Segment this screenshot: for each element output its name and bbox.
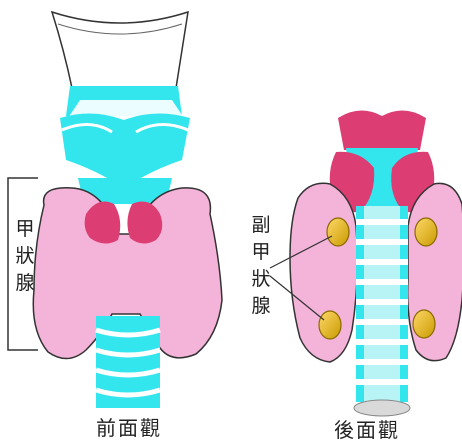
front-view-caption: 前面觀 [96,412,162,441]
thyroid-label: 甲狀腺 [14,216,36,297]
parathyroid-upper-right [415,218,437,246]
back-view-caption: 後面觀 [334,414,400,443]
back-top-cartilage [338,110,426,150]
parathyroid-upper-left [327,218,349,246]
parathyroid-lower-left [319,311,341,339]
parathyroid-lower-right [413,310,435,338]
back-view-figure [270,110,462,416]
back-trachea [354,206,410,416]
parathyroid-label: 副甲狀腺 [250,212,272,320]
front-view-figure [8,12,222,408]
hyoid-bone [52,12,188,88]
front-trachea [96,316,160,408]
